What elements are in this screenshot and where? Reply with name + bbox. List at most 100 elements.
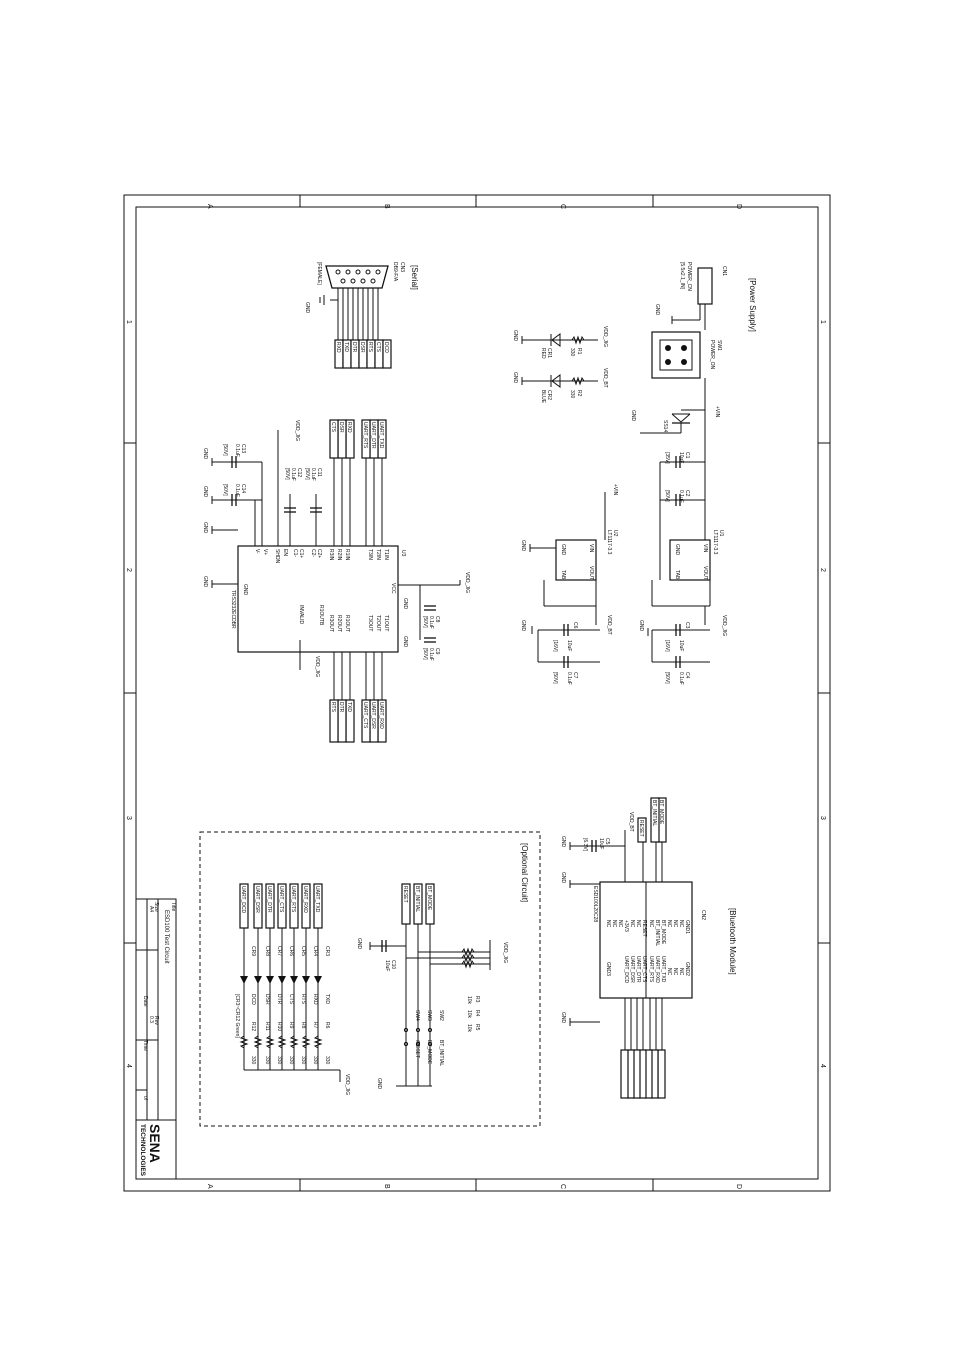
optional-circuit-border — [199, 831, 541, 1127]
svg-text:0.1uF: 0.1uF — [234, 444, 240, 457]
svg-text:VDD_JIG: VDD_JIG — [314, 656, 320, 677]
net-uart-rts-in: UART_RTS — [362, 422, 368, 449]
svg-text:BT_INITIAL: BT_INITIAL — [438, 1040, 444, 1066]
zone-letter-a-bottom: A — [206, 1184, 213, 1189]
svg-text:UART_RXD: UART_RXD — [654, 956, 660, 983]
of-label: of — [142, 1096, 148, 1101]
serial-section: [Serial] CN3 DB9-F/A [FEMALE] GND — [304, 262, 419, 369]
svg-text:RTS: RTS — [300, 994, 306, 1005]
svg-text:R7: R7 — [312, 1022, 318, 1029]
net-uart-dsr-out: UART_DSR — [370, 702, 376, 729]
svg-text:CR8: CR8 — [264, 946, 270, 956]
cap-c3-volt: [16V] — [664, 640, 670, 652]
bt-right-pins: GND2 NC NC NC UART_TXD UART_RXD UART_RTS… — [605, 956, 690, 984]
cap-c6: C6 — [572, 622, 578, 629]
zone-letter-c: C — [559, 204, 566, 209]
svg-text:GND: GND — [402, 636, 408, 648]
cap-c4-volt: [50V] — [664, 672, 670, 684]
svg-text:UART_TXD: UART_TXD — [660, 956, 666, 983]
sena-logo: SENA TECHNOLOGIES — [139, 1124, 163, 1177]
svg-text:C13: C13 — [240, 444, 246, 453]
svg-text:UART_RTS: UART_RTS — [648, 956, 654, 983]
svg-text:GND: GND — [674, 544, 680, 556]
svg-text:R2IN: R2IN — [336, 549, 342, 561]
svg-text:GND: GND — [202, 522, 208, 534]
svg-text:CTS: CTS — [288, 994, 294, 1005]
svg-text:UART_DCD: UART_DCD — [623, 956, 629, 984]
svg-text:C10: C10 — [390, 960, 396, 969]
svg-text:[50V]: [50V] — [304, 468, 310, 480]
svg-text:BT_MODE: BT_MODE — [660, 920, 666, 945]
svg-text:C8: C8 — [434, 616, 440, 623]
svg-text:GND: GND — [202, 576, 208, 588]
svg-text:DTR: DTR — [276, 994, 282, 1005]
svg-text:CR4: CR4 — [312, 946, 318, 956]
bt-uart-flags — [620, 1049, 666, 1099]
bt-net-flags: BT_MODE BT_INITIAL RESET VDD_BT — [628, 797, 667, 843]
svg-text:NC: NC — [605, 920, 611, 928]
svg-text:UART_DSR: UART_DSR — [254, 886, 260, 913]
svg-text:CR5: CR5 — [300, 946, 306, 956]
svg-text:T3OUT: T3OUT — [367, 615, 373, 631]
svg-text:VOUT: VOUT — [702, 566, 708, 580]
svg-text:NC: NC — [629, 920, 635, 928]
svg-text:R1: R1 — [576, 348, 582, 355]
svg-text:BLUE: BLUE — [540, 390, 546, 404]
power-section-title: [Power Supply] — [748, 278, 757, 332]
optional-leds — [240, 976, 322, 984]
svg-text:R3OUT: R3OUT — [328, 615, 334, 632]
svg-text:10k: 10k — [466, 1010, 472, 1019]
u3-right-pins: VCC T1OUT T2OUT T3OUT R1OUT R2OUT R3OUT … — [298, 583, 396, 632]
svg-text:BT_INITIAL: BT_INITIAL — [654, 920, 660, 946]
svg-text:C5: C5 — [604, 838, 610, 845]
cap-c2-volt: [50V] — [664, 490, 670, 502]
svg-text:CR2: CR2 — [546, 390, 552, 400]
svg-text:CR6: CR6 — [288, 946, 294, 956]
svg-text:R10: R10 — [276, 1022, 282, 1031]
optional-switch-flags: BT_MODE BT_INITIAL RESET — [401, 883, 435, 925]
vdd-jig-label: VDD_JIG — [721, 615, 727, 636]
power-conn-part: [5.5x2.1_IN] — [679, 262, 685, 290]
optional-led-resistors: 330 330 330 330 330 330 330 — [239, 1035, 330, 1065]
svg-text:BT_MODE: BT_MODE — [426, 1040, 432, 1065]
zone-number-2-right: 2 — [819, 568, 826, 572]
svg-text:C2-: C2- — [310, 549, 316, 557]
svg-text:RESET: RESET — [402, 886, 408, 903]
svg-text:NC: NC — [678, 920, 684, 928]
serial-conn-gender: [FEMALE] — [316, 262, 322, 285]
svg-text:NC: NC — [648, 920, 654, 928]
u2-part: LT1117-3.3 — [606, 530, 612, 555]
diode-label: SS14 — [662, 420, 668, 432]
svg-text:R1OUT: R1OUT — [344, 615, 350, 632]
svg-text:GND1: GND1 — [684, 920, 690, 934]
svg-text:C9: C9 — [434, 648, 440, 655]
svg-text:330: 330 — [312, 1056, 318, 1065]
svg-text:GND: GND — [638, 620, 644, 632]
svg-text:SW2: SW2 — [438, 1010, 444, 1021]
bluetooth-section-title: [Bluetooth Module] — [728, 908, 737, 975]
cap-c6-val: 10uF — [566, 640, 572, 651]
net-txd-out: TXD — [346, 702, 352, 712]
net-uart-cts-out: UART_CTS — [362, 702, 368, 729]
vdd-bt-label: VDD_BT — [606, 615, 612, 635]
regulator-u2 — [555, 539, 597, 581]
bluetooth-section: [Bluetooth Module] CN2 ESD100L20C28 GND1… — [560, 797, 737, 1099]
transceiver-u3 — [237, 545, 399, 653]
net-uart-rxd-out: UART_RXD — [378, 702, 384, 729]
svg-text:GND2: GND2 — [684, 962, 690, 976]
svg-text:TAB: TAB — [560, 570, 566, 580]
svg-text:C11: C11 — [316, 468, 322, 477]
svg-text:R1IN: R1IN — [344, 549, 350, 561]
zone-number-4: 4 — [125, 1064, 132, 1068]
cap-c1-val: 10uF — [678, 452, 684, 463]
svg-text:R5: R5 — [474, 1024, 480, 1031]
svg-text:R2: R2 — [576, 390, 582, 397]
svg-text:330: 330 — [324, 1056, 330, 1065]
zone-letter-d: D — [735, 204, 742, 209]
svg-text:VDD_BT: VDD_BT — [602, 368, 608, 388]
svg-text:C12: C12 — [296, 468, 302, 477]
svg-text:RXD: RXD — [312, 994, 318, 1005]
svg-text:UART_RTS: UART_RTS — [290, 886, 296, 913]
svg-text:GND: GND — [202, 448, 208, 460]
